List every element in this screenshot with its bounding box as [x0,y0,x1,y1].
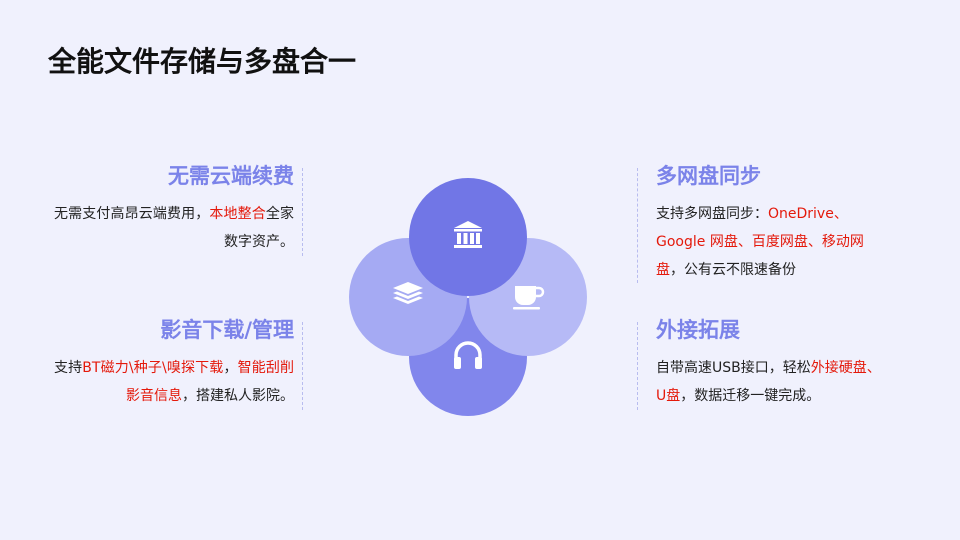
description-text: ，数据迁移一键完成。 [680,388,821,404]
divider [302,322,303,410]
description-text: ， [223,360,238,376]
feature-heading: 多网盘同步 [656,164,761,188]
feature-description: 无需支付高昂云端费用，本地整合全家数字资产。 [54,200,294,256]
description-text: 支持 [54,360,83,376]
divider [637,322,638,410]
highlight-text: 智能刮削影音信息 [126,360,295,404]
circle-top [409,178,527,296]
description-text: 无需支付高昂云端费用， [54,206,210,222]
feature-no-cloud-fee: 无需云端续费 无需支付高昂云端费用，本地整合全家数字资产。 [54,160,294,256]
feature-heading: 影音下载/管理 [160,318,294,342]
feature-external-expansion: 外接拓展 自带高速USB接口，轻松外接硬盘、U盘，数据迁移一键完成。 [656,314,888,410]
highlight-text: OneDrive、Google 网盘、百度网盘、移动网盘 [656,206,864,278]
description-text: 全家数字资产。 [224,206,294,250]
divider [637,168,638,283]
feature-heading: 无需云端续费 [168,164,294,188]
feature-description: 支持BT磁力\种子\嗅探下载，智能刮削影音信息，搭建私人影院。 [54,354,294,410]
feature-description: 支持多网盘同步：OneDrive、Google 网盘、百度网盘、移动网盘，公有云… [656,200,888,284]
highlight-text: 外接硬盘、U盘 [656,360,881,404]
feature-media-download: 影音下载/管理 支持BT磁力\种子\嗅探下载，智能刮削影音信息，搭建私人影院。 [54,314,294,410]
layers-icon [390,277,426,317]
description-text: ，搭建私人影院。 [182,388,294,404]
highlight-text: 本地整合 [209,206,266,222]
feature-heading: 外接拓展 [656,318,740,342]
divider [302,168,303,256]
description-text: 自带高速USB接口，轻松 [656,360,811,376]
highlight-text: BT磁力\种子\嗅探下载 [82,360,224,376]
description-text: 支持多网盘同步： [656,206,768,222]
description-text: ，公有云不限速备份 [670,262,796,278]
page-title: 全能文件存储与多盘合一 [48,45,357,78]
coffee-cup-icon [510,277,546,317]
feature-multi-cloud-sync: 多网盘同步 支持多网盘同步：OneDrive、Google 网盘、百度网盘、移动… [656,160,888,284]
headphones-icon [450,337,486,377]
bank-icon [450,217,486,257]
feature-description: 自带高速USB接口，轻松外接硬盘、U盘，数据迁移一键完成。 [656,354,888,410]
